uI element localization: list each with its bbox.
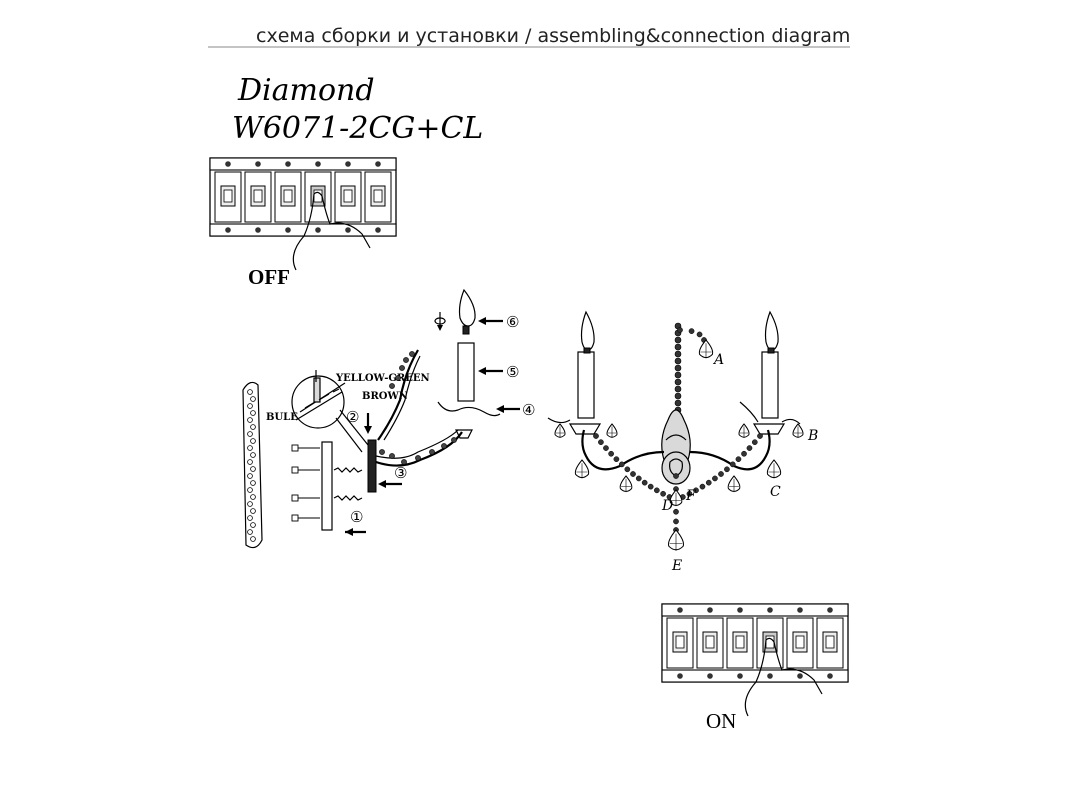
switch-off-label: OFF (248, 265, 290, 289)
crystal-drop (668, 529, 684, 551)
part-label-d: D (661, 498, 673, 514)
svg-text:④: ④ (522, 401, 535, 419)
breaker-switch (364, 161, 392, 233)
crystal-drop (619, 475, 633, 493)
crystal-drop (792, 423, 804, 438)
model-series: Diamond (237, 73, 375, 108)
crystal-drop (738, 423, 750, 438)
crystal-drop (554, 423, 566, 438)
crystal-drop (766, 459, 782, 479)
part-label-c: C (770, 484, 781, 500)
lamp-front-view (547, 310, 804, 551)
hand-pointer-icon (292, 191, 371, 271)
part-label-a: A (712, 352, 724, 368)
crystal-drop (727, 475, 741, 493)
step-1-marker: ① (345, 508, 366, 536)
breaker-switch (334, 161, 362, 233)
breaker-panel-on (661, 603, 849, 717)
breaker-switch (696, 607, 724, 679)
svg-text:②: ② (346, 408, 359, 426)
part-label-e: E (671, 558, 682, 574)
wire-label-neutral: BULE (266, 412, 298, 423)
wire-label-live: BROWN (362, 391, 408, 402)
wax-drip-cover (437, 401, 501, 417)
candle-sleeve (457, 342, 475, 402)
wire-connection-detail (291, 370, 369, 453)
step-3-marker: ③ (378, 464, 407, 488)
breaker-switch (214, 161, 242, 233)
breaker-switch (666, 607, 694, 679)
step-6-marker: ⑥ (478, 313, 519, 331)
part-label-b: B (807, 428, 818, 444)
hand-pointer-icon (744, 637, 823, 717)
lamp-side-view (367, 349, 473, 493)
breaker-switch (274, 161, 302, 233)
svg-text:③: ③ (394, 464, 407, 482)
mounting-plate (291, 441, 363, 531)
part-label-f: F (685, 488, 697, 504)
step-2-marker: ② (346, 408, 372, 434)
crystal-drop (698, 339, 714, 359)
breaker-switch (816, 607, 844, 679)
svg-text:⑥: ⑥ (506, 313, 519, 331)
crystal-drop (574, 459, 590, 479)
breaker-switch (244, 161, 272, 233)
candle-bulb (434, 288, 476, 335)
crystal-drop (669, 489, 683, 507)
svg-text:⑤: ⑤ (506, 363, 519, 381)
step-4-marker: ④ (496, 401, 535, 419)
svg-text:①: ① (350, 508, 363, 526)
breaker-panel-off (209, 157, 397, 271)
breaker-switch (786, 607, 814, 679)
crystal-drop (606, 423, 618, 438)
model-code: W6071-2CG+CL (232, 111, 483, 146)
step-5-marker: ⑤ (478, 363, 519, 381)
wall-section (242, 381, 263, 549)
wire-label-ground: YELLOW-GREEN (335, 373, 430, 384)
switch-on-label: ON (706, 709, 736, 733)
breaker-switch (726, 607, 754, 679)
diagram-header-title: схема сборки и установки / assembling&co… (256, 25, 850, 47)
